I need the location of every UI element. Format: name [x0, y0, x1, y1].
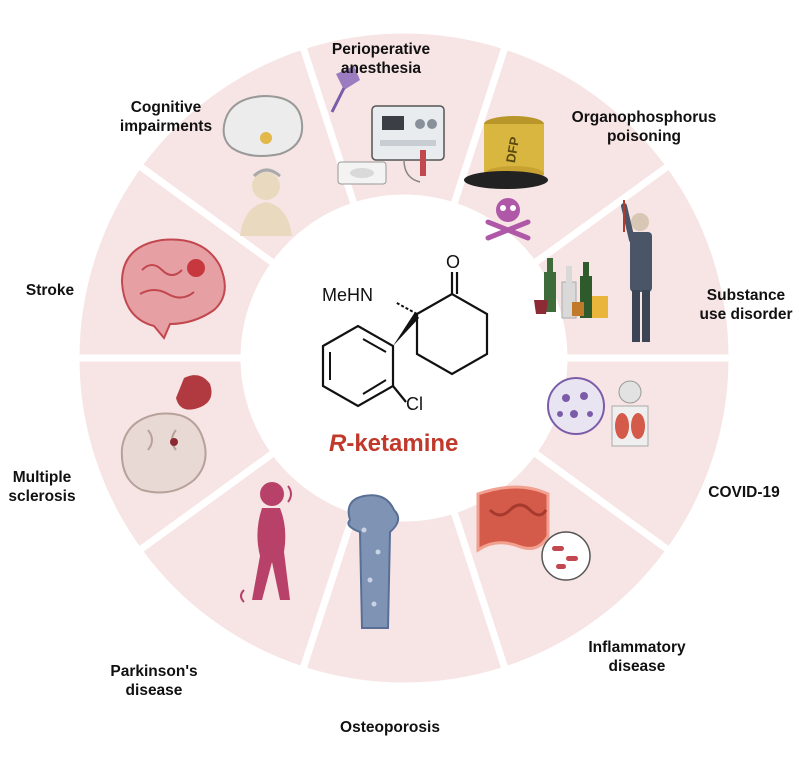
r-ketamine-structure: [321, 272, 489, 408]
drug-title: R-ketamine: [329, 430, 458, 458]
dfp-barrel-icon: DFP: [464, 116, 548, 241]
intestine-icon: [476, 485, 591, 581]
label-osteoporosis: Osteoporosis: [340, 719, 440, 736]
barrel-label: DFP: [503, 135, 522, 164]
label-stroke: Stroke: [25, 282, 75, 299]
brain-head-icon: [222, 94, 304, 236]
brain-section-icon: [120, 375, 212, 494]
stereo-wedge: [393, 312, 419, 346]
chloro-label: Cl: [406, 394, 423, 414]
drug-title-suffix: -ketamine: [346, 430, 459, 457]
ketone-label: O: [446, 252, 461, 272]
bone-icon: [347, 494, 400, 629]
trembling-person-icon: [240, 482, 292, 603]
brain-stroke-icon: [120, 238, 226, 340]
amine-label: MeHN: [322, 285, 374, 305]
label-covid-19: COVID-19: [708, 484, 780, 501]
sector-icons: DFP: [120, 66, 652, 629]
drug-title-prefix: R: [329, 430, 347, 457]
alcohol-bottles-icon: [534, 200, 652, 342]
diagram-stage: DFP: [8, 29, 793, 736]
anesthesia-setup-icon: [330, 66, 445, 185]
indication-wheel: DFP: [76, 29, 732, 687]
virus-lungs-icon: [547, 377, 649, 447]
center-disc: [248, 202, 560, 514]
